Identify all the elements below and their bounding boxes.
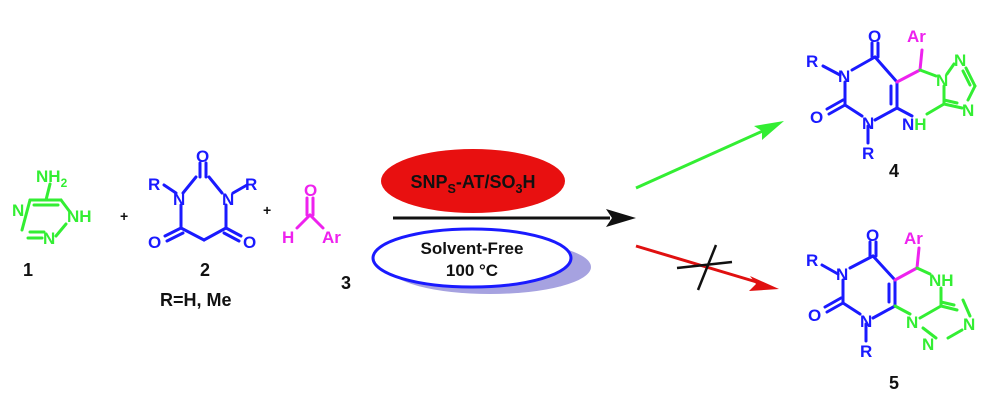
conditions-ellipse	[371, 227, 573, 289]
c5-r-bottom: R	[860, 342, 872, 361]
compound-5-blue	[820, 240, 897, 343]
c2-r-left: R	[148, 175, 160, 194]
c5-n-tri-top: N	[963, 315, 975, 334]
c1-nh-label: NH	[67, 207, 92, 226]
c4-r-bottom: R	[862, 144, 874, 163]
c1-nh2-label: NH2	[36, 167, 68, 190]
c5-n-ring: N	[906, 313, 918, 332]
compound-number-4: 4	[889, 161, 899, 181]
c5-n-bottom: N	[860, 312, 872, 331]
c1-n-left-label: N	[12, 201, 24, 220]
c4-n-tri-bottom: N	[962, 101, 974, 120]
arrow-to-product-4	[635, 128, 766, 190]
compound-2	[162, 161, 249, 243]
catalyst-ellipse	[381, 149, 565, 213]
c5-nh: NH	[929, 271, 954, 290]
c5-ar: Ar	[904, 229, 923, 248]
c1-n-label: N	[43, 229, 55, 248]
catalyst-label: SNPS-AT/SO3H	[410, 172, 535, 196]
c2-n-right: N	[222, 190, 234, 209]
c4-n-bottom: N	[862, 114, 874, 133]
c2-o-right: O	[243, 233, 256, 252]
c4-r-top: R	[806, 52, 818, 71]
plus-sign-1: +	[120, 208, 128, 224]
compound-5-magenta	[893, 246, 921, 282]
compound-4-magenta	[895, 48, 924, 84]
compound-1	[20, 182, 72, 240]
c4-nh: NH	[902, 115, 927, 134]
c2-o-left: O	[148, 233, 161, 252]
compound-3	[295, 196, 325, 230]
c5-r-top: R	[806, 251, 818, 270]
c4-n-ring: N	[936, 71, 948, 90]
compound-number-3: 3	[341, 273, 351, 293]
c3-h: H	[282, 228, 294, 247]
conditions-line-1: Solvent-Free	[421, 239, 524, 258]
c5-o-top: O	[866, 226, 879, 245]
c4-o-top: O	[868, 27, 881, 46]
r-substituent-note: R=H, Me	[160, 290, 232, 310]
plus-sign-2: +	[263, 202, 271, 218]
compound-number-2: 2	[200, 260, 210, 280]
c2-o-top: O	[196, 147, 209, 166]
arrowhead-product-4	[754, 121, 784, 140]
arrowhead-product-5	[749, 276, 779, 291]
c5-n-top: N	[836, 265, 848, 284]
main-arrowhead	[606, 209, 636, 227]
c3-o: O	[304, 181, 317, 200]
c2-r-right: R	[245, 175, 257, 194]
c4-ar: Ar	[907, 27, 926, 46]
c4-n-tri-top: N	[954, 51, 966, 70]
c4-n-top: N	[838, 67, 850, 86]
c4-o-left: O	[810, 108, 823, 127]
compound-5-green	[893, 266, 972, 340]
conditions-line-2: 100 °C	[446, 261, 498, 280]
c3-ar: Ar	[322, 228, 341, 247]
compound-4-green	[918, 62, 977, 116]
compound-4-blue	[821, 41, 914, 145]
c5-n-tri-bottom: N	[922, 335, 934, 354]
blocked-cross	[676, 244, 733, 291]
c5-o-left: O	[808, 306, 821, 325]
compound-number-5: 5	[889, 373, 899, 393]
compound-number-1: 1	[23, 260, 33, 280]
c2-n-left: N	[173, 190, 185, 209]
